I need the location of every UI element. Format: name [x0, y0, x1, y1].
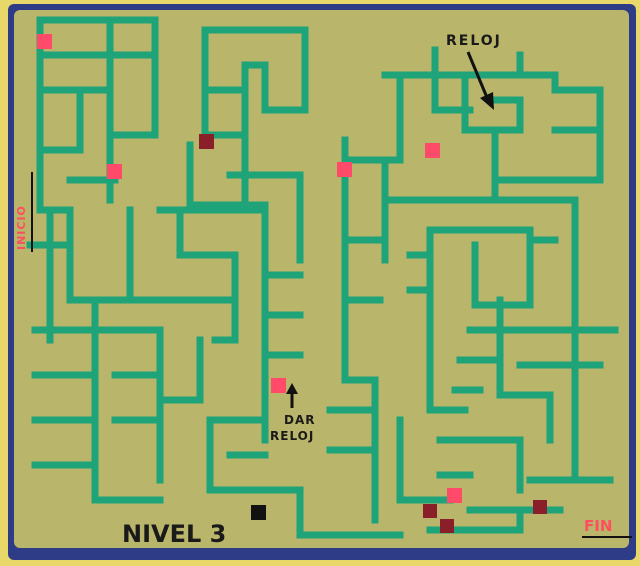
pink-square	[37, 34, 52, 49]
pink-square	[271, 378, 286, 393]
end-label: FIN	[584, 517, 612, 535]
pink-square	[107, 164, 122, 179]
clock-label: RELOJ	[446, 33, 502, 49]
start-label: INICIO	[15, 205, 28, 250]
dark-square	[440, 519, 454, 533]
black-square	[251, 505, 266, 520]
give-clock-label-line1: DAR	[284, 413, 316, 427]
level-label: NIVEL 3	[122, 520, 226, 548]
pink-square	[447, 488, 462, 503]
dark-square	[423, 504, 437, 518]
dark-square	[533, 500, 547, 514]
pink-square	[425, 143, 440, 158]
give-clock-label-line2: RELOJ	[270, 429, 314, 443]
pink-square	[337, 162, 352, 177]
dark-square	[199, 134, 214, 149]
